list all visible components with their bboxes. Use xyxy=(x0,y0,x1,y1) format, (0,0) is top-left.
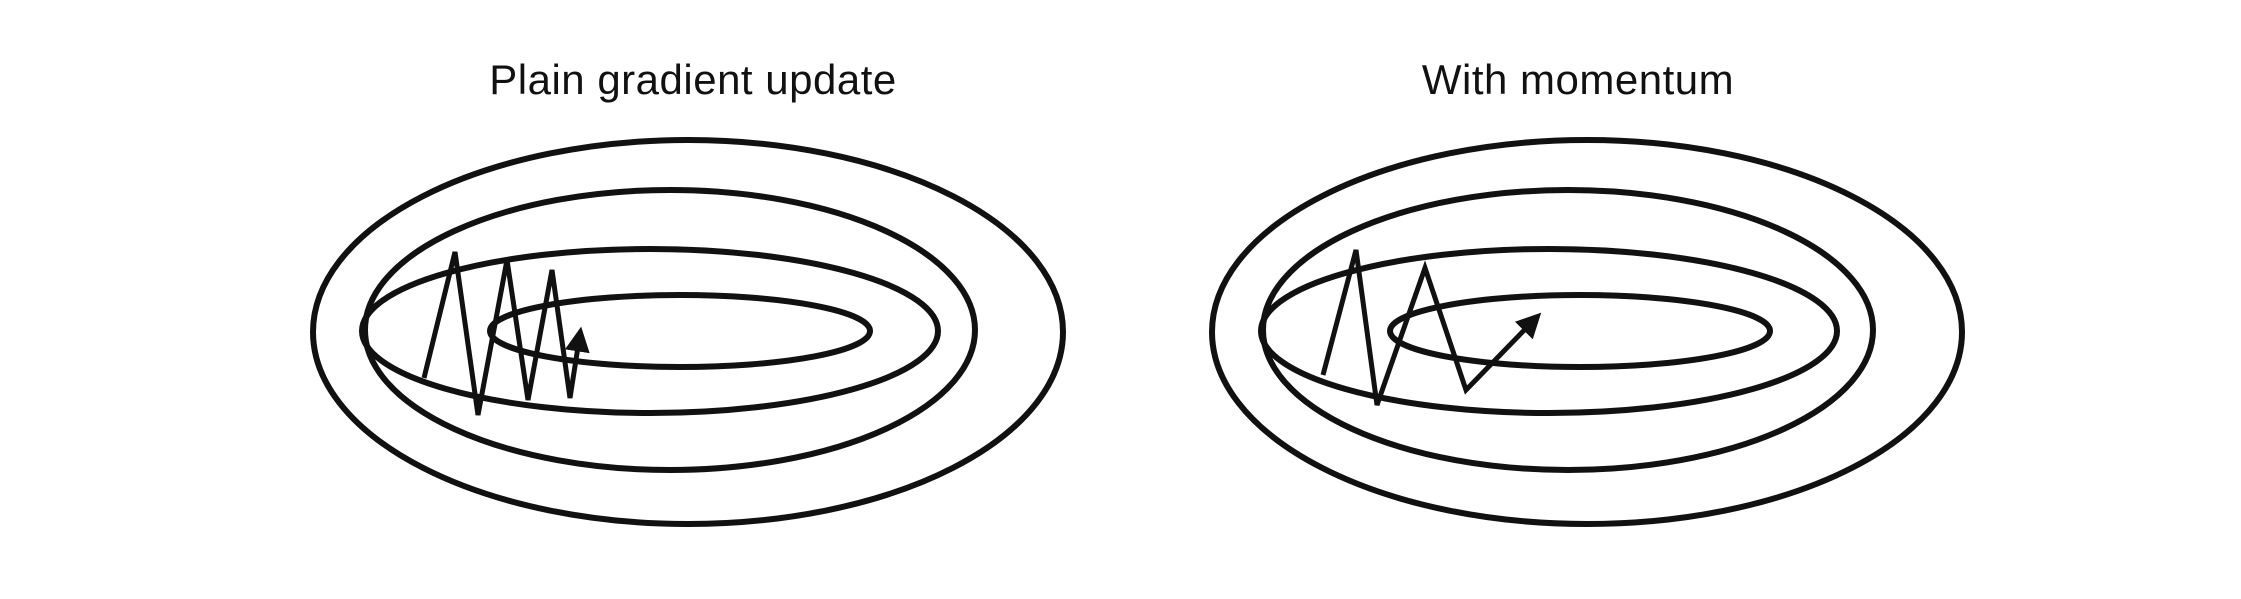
contour-middle xyxy=(362,187,978,473)
contour-outer xyxy=(310,137,1066,527)
momentum-path xyxy=(1320,249,1542,406)
panel-title-momentum: With momentum xyxy=(1421,56,1735,103)
contour-center xyxy=(487,292,873,370)
contour-center xyxy=(1387,292,1773,370)
panel-momentum xyxy=(1209,137,1965,527)
contour-middle xyxy=(1260,187,1876,473)
zigzag-gradient-path xyxy=(421,251,590,416)
contour-inner xyxy=(1258,246,1840,416)
panel-title-plain-gradient: Plain gradient update xyxy=(489,56,897,103)
contour-outer xyxy=(1209,137,1965,527)
contour-inner xyxy=(359,246,941,416)
panel-plain-gradient xyxy=(310,137,1066,527)
